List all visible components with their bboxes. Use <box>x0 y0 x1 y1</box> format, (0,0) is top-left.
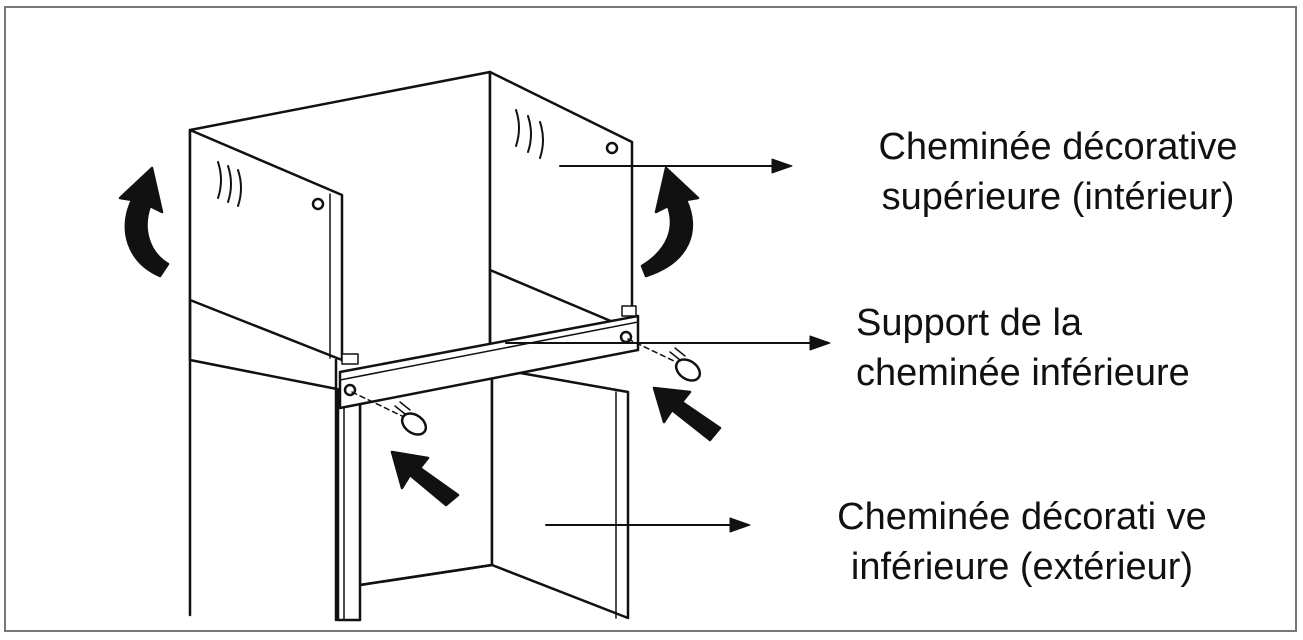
label-bracket-line2: cheminée inférieure <box>856 352 1190 394</box>
leader-lines <box>505 158 831 533</box>
curved-arrow-left <box>118 166 170 278</box>
rotation-arrows <box>118 166 700 278</box>
lower-chimney-right-panel <box>490 366 630 620</box>
label-bracket-line1: Support de la <box>856 302 1083 344</box>
screw-right <box>669 347 702 382</box>
arrow-to-left-screw <box>390 450 460 507</box>
label-upper-chimney: Cheminée décorative supérieure (intérieu… <box>838 122 1278 222</box>
bracket-screws <box>351 338 702 436</box>
label-lower-chimney-line2: inférieure (extérieur) <box>850 546 1194 588</box>
push-arrows <box>390 386 722 507</box>
label-upper-chimney-line2: supérieure (intérieur) <box>881 176 1235 218</box>
label-bracket: Support de la cheminée inférieure <box>856 298 1246 398</box>
label-lower-chimney-line1: Cheminée décorati ve <box>837 496 1207 538</box>
upper-chimney-right-flap <box>488 70 634 332</box>
screw-left <box>394 401 428 436</box>
arrow-to-right-screw <box>652 386 722 442</box>
label-upper-chimney-line1: Cheminée décorative <box>878 126 1238 168</box>
upper-chimney <box>188 70 634 622</box>
curved-arrow-right <box>640 166 700 278</box>
label-lower-chimney: Cheminée décorati ve inférieure (extérie… <box>800 492 1244 592</box>
